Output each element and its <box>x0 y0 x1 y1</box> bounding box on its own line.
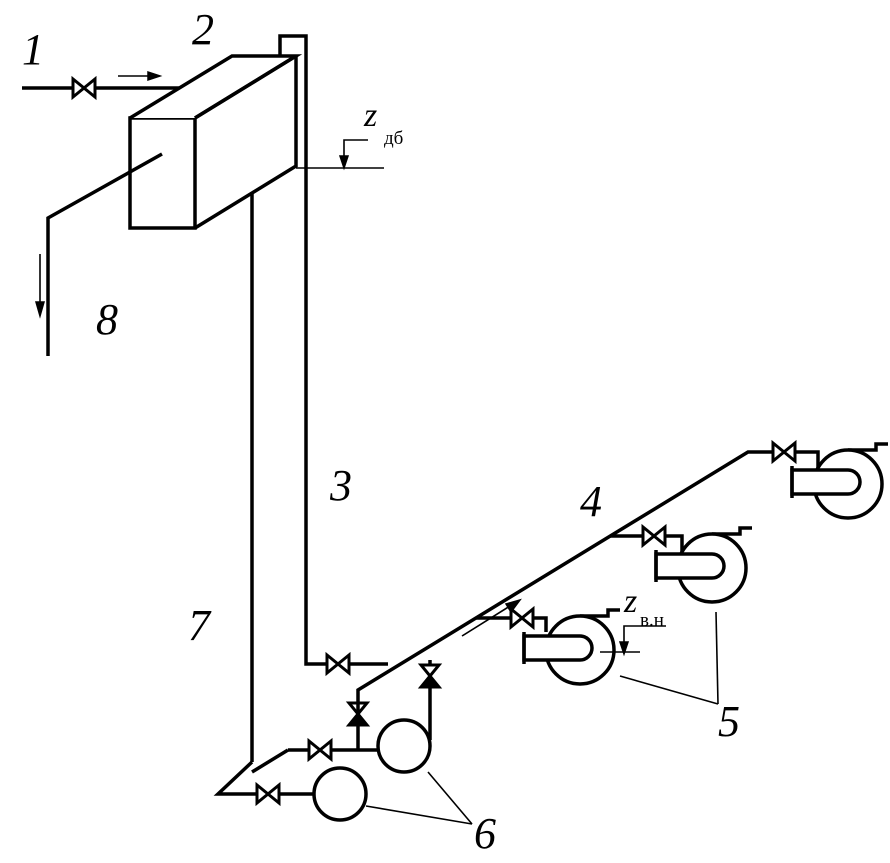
aux-valve-top-icon <box>419 663 441 689</box>
leader-lines <box>365 611 719 825</box>
aux-valve-mid-icon <box>307 739 333 761</box>
label-main-pumps: 5 <box>718 697 740 746</box>
pump-2-icon <box>654 526 754 604</box>
pump-branch-2 <box>610 525 754 604</box>
pump-branch-3 <box>771 441 890 520</box>
pump-level-symbol: z <box>623 583 637 620</box>
overflow-pipe <box>35 152 163 356</box>
flow-arrow-icon <box>147 70 163 82</box>
pump-valve-1-icon <box>509 607 535 629</box>
label-descending-pipe: 7 <box>188 601 212 650</box>
tank-level-mark: z дб <box>296 97 403 171</box>
pump-valve-2-icon <box>641 525 667 547</box>
rising-pipe <box>278 34 330 666</box>
label-overflow: 8 <box>96 295 118 344</box>
label-tank: 2 <box>192 5 214 54</box>
label-aux-pumps: 6 <box>474 809 496 858</box>
label-inlet: 1 <box>22 25 44 74</box>
inlet-valve-icon <box>71 77 97 99</box>
aux-pump-lower-icon <box>312 766 368 822</box>
manifold-pipe <box>325 450 788 700</box>
pump-level-subscript: в.н <box>640 610 664 631</box>
pump-level-mark: z в.н <box>600 583 666 657</box>
tank-level-symbol: z <box>363 97 377 134</box>
aux-pump-upper-icon <box>376 718 432 774</box>
tank-level-subscript: дб <box>384 128 403 149</box>
pump-branch-1 <box>476 607 622 686</box>
label-rising-pipe: 3 <box>329 461 352 510</box>
pump-1-icon <box>522 608 622 686</box>
label-manifold: 4 <box>580 477 602 526</box>
manifold-valve-icon <box>325 653 351 675</box>
pump-valve-3-icon <box>771 441 797 463</box>
down-arrow-icon <box>35 301 45 319</box>
tank <box>128 54 303 230</box>
aux-valve-low-icon <box>255 783 281 805</box>
pump-3-icon <box>790 442 890 520</box>
auxiliary-pumps <box>213 660 441 822</box>
